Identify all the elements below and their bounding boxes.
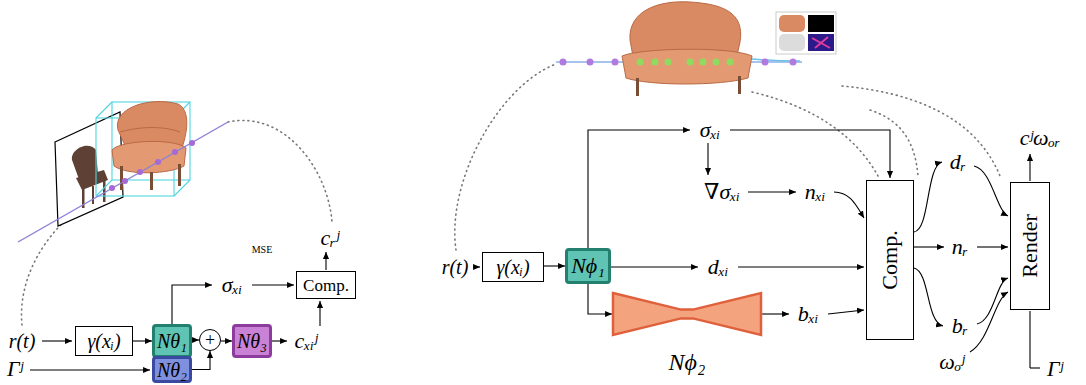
- node-label: Comp.: [879, 230, 901, 289]
- node-label: Nϕ₂: [669, 350, 706, 374]
- node-label: γ(xᵢ): [87, 331, 120, 351]
- variable-label: σₓᵢ: [221, 274, 244, 296]
- variable-label: r(t): [8, 331, 37, 351]
- node-label: Nθ₂: [157, 360, 187, 380]
- variable-label: ∇σₓᵢ: [703, 181, 741, 203]
- network-box: Nϕ₁: [565, 248, 611, 284]
- bowtie-outline: [612, 292, 762, 336]
- wire: [30, 252, 326, 370]
- camera-ray: [18, 122, 228, 242]
- node-label: Nθ₁: [157, 331, 187, 351]
- connector-arrow: [192, 339, 199, 340]
- node-label: +: [205, 331, 215, 349]
- node-label: Render: [1019, 214, 1041, 278]
- variable-label: dᵣ: [949, 151, 967, 173]
- bounding-cube: [96, 102, 190, 196]
- node-label: Nϕ₁: [571, 255, 605, 277]
- composite-box: Comp.: [296, 271, 356, 299]
- node-label: Nθ₃: [237, 331, 267, 351]
- connector-arrow: [544, 265, 565, 266]
- ray-samples: [556, 2, 802, 96]
- variable-label: MSE: [251, 245, 274, 255]
- node-label: γ(xᵢ): [496, 257, 529, 277]
- variable-label: σₓᵢ: [699, 119, 722, 141]
- variable-label: Γʲ: [1046, 358, 1064, 380]
- render-box: Render: [1010, 182, 1050, 310]
- variable-label: r(t): [441, 257, 470, 277]
- bowtie-outline: [613, 293, 761, 335]
- sum-circle: +: [199, 329, 221, 351]
- connector-arrow: [192, 351, 210, 370]
- network-box: Nθ₁: [152, 324, 192, 358]
- connector-arrow: [133, 340, 152, 341]
- connector-arrow: [588, 284, 612, 314]
- variable-label: nₓᵢ: [804, 181, 827, 203]
- variable-label: nᵣ: [951, 236, 969, 258]
- autoencoder-shape: Nϕ₂: [612, 292, 762, 336]
- variable-label: bₓᵢ: [797, 303, 820, 325]
- variable-label: bᵣ: [951, 315, 969, 337]
- network-box: Nθ₂: [152, 356, 192, 383]
- variable-label: Γʲ: [6, 358, 24, 380]
- node-label: Comp.: [303, 277, 349, 294]
- encoding-box: γ(xᵢ): [482, 252, 544, 282]
- variable-label: cₓᵢʲ: [293, 330, 318, 352]
- encoding-box: γ(xᵢ): [75, 326, 133, 356]
- wire: [474, 130, 1040, 368]
- variable-label: ωₒʲ: [938, 351, 965, 373]
- variable-label: dₓᵢ: [707, 256, 730, 278]
- dotted-guide: [21, 64, 1000, 325]
- composite-box: Comp.: [866, 180, 914, 340]
- variable-label: cᵣʲ: [320, 227, 341, 249]
- connector-arrow: [221, 340, 232, 341]
- image-plane: [55, 112, 123, 226]
- variable-label: cʲωₒᵣ: [1019, 127, 1062, 149]
- chair-model: [112, 102, 187, 190]
- network-box: Nθ₃: [232, 324, 272, 358]
- output-thumbnails: [776, 12, 836, 54]
